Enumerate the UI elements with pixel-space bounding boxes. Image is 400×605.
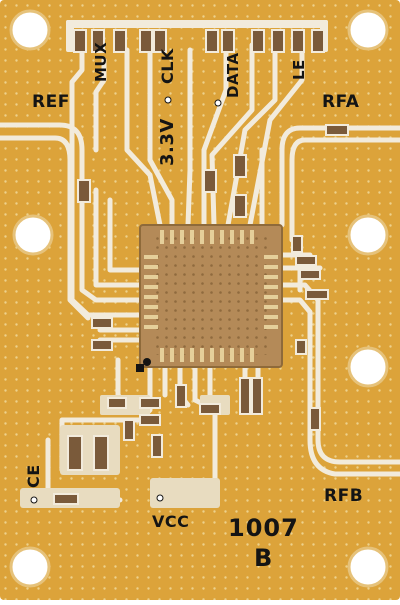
label-le: LE — [290, 59, 308, 80]
label-clk: CLK — [158, 48, 177, 84]
mounting-hole — [347, 546, 389, 588]
label-3v3: 3.3V — [157, 118, 178, 166]
label-data: DATA — [224, 52, 242, 98]
mounting-hole — [9, 546, 51, 588]
ic-package — [136, 224, 283, 372]
label-mux: MUX — [92, 41, 110, 82]
label-rfb: RFB — [324, 486, 364, 506]
label-vcc: VCC — [152, 512, 190, 531]
mounting-hole — [347, 9, 389, 51]
smd-components — [53, 29, 349, 505]
label-ref: REF — [32, 92, 70, 112]
mounting-hole — [9, 9, 51, 51]
label-rfa: RFA — [322, 92, 360, 112]
label-ce: CE — [24, 464, 43, 488]
label-revision: B — [254, 544, 273, 572]
mounting-hole — [347, 214, 389, 256]
pin1-marker — [143, 358, 151, 366]
mounting-holes — [9, 9, 389, 588]
label-part-number: 1007 — [228, 514, 299, 542]
mounting-hole — [12, 214, 54, 256]
mounting-hole — [347, 346, 389, 388]
